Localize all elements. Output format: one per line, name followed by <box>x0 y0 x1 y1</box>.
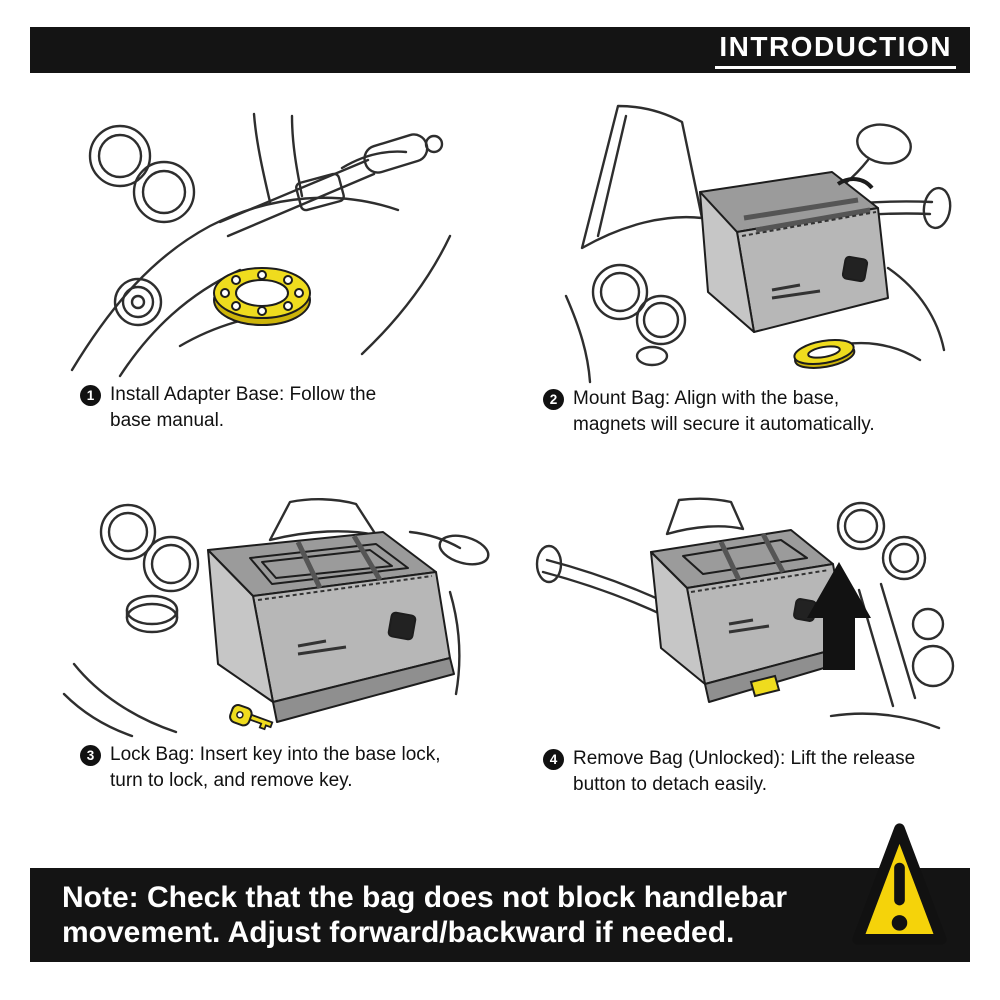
step-number-badge: 2 <box>543 389 564 410</box>
step-caption-2: 2 Mount Bag: Align with the base, magnet… <box>543 386 908 437</box>
key-icon <box>229 704 274 731</box>
illustration-remove-bag <box>535 497 955 730</box>
tank-bag <box>207 531 455 723</box>
illustration-lock-bag <box>62 498 490 738</box>
step-caption-1: 1 Install Adapter Base: Follow the base … <box>80 382 400 433</box>
illustration-mount-bag <box>564 104 952 384</box>
warning-triangle-icon <box>852 823 947 945</box>
step-text: Mount Bag: Align with the base, magnets … <box>573 388 875 435</box>
step-text: Install Adapter Base: Follow the base ma… <box>110 384 377 431</box>
tank-bag <box>699 171 889 333</box>
step-number-badge: 1 <box>80 385 101 406</box>
release-button <box>749 674 781 698</box>
step-number-badge: 3 <box>80 745 101 766</box>
note-bar: Note: Check that the bag does not block … <box>30 868 970 962</box>
header-bar: INTRODUCTION <box>30 27 970 73</box>
illustration-install-adapter-base <box>70 112 452 378</box>
adapter-ring <box>213 267 311 326</box>
step-text: Lock Bag: Insert key into the base lock,… <box>110 744 441 791</box>
page-title: INTRODUCTION <box>715 31 956 69</box>
motorcycle-line-art <box>564 104 952 384</box>
step-number-badge: 4 <box>543 749 564 770</box>
step-text: Remove Bag (Unlocked): Lift the release … <box>573 748 916 795</box>
motorcycle-line-art <box>70 112 452 378</box>
step-caption-3: 3 Lock Bag: Insert key into the base loc… <box>80 742 478 793</box>
note-text: Note: Check that the bag does not block … <box>62 880 788 949</box>
adapter-ring <box>793 338 856 369</box>
tank-bag <box>650 529 852 703</box>
up-arrow-icon <box>807 562 871 670</box>
step-caption-4: 4 Remove Bag (Unlocked): Lift the releas… <box>543 746 935 797</box>
